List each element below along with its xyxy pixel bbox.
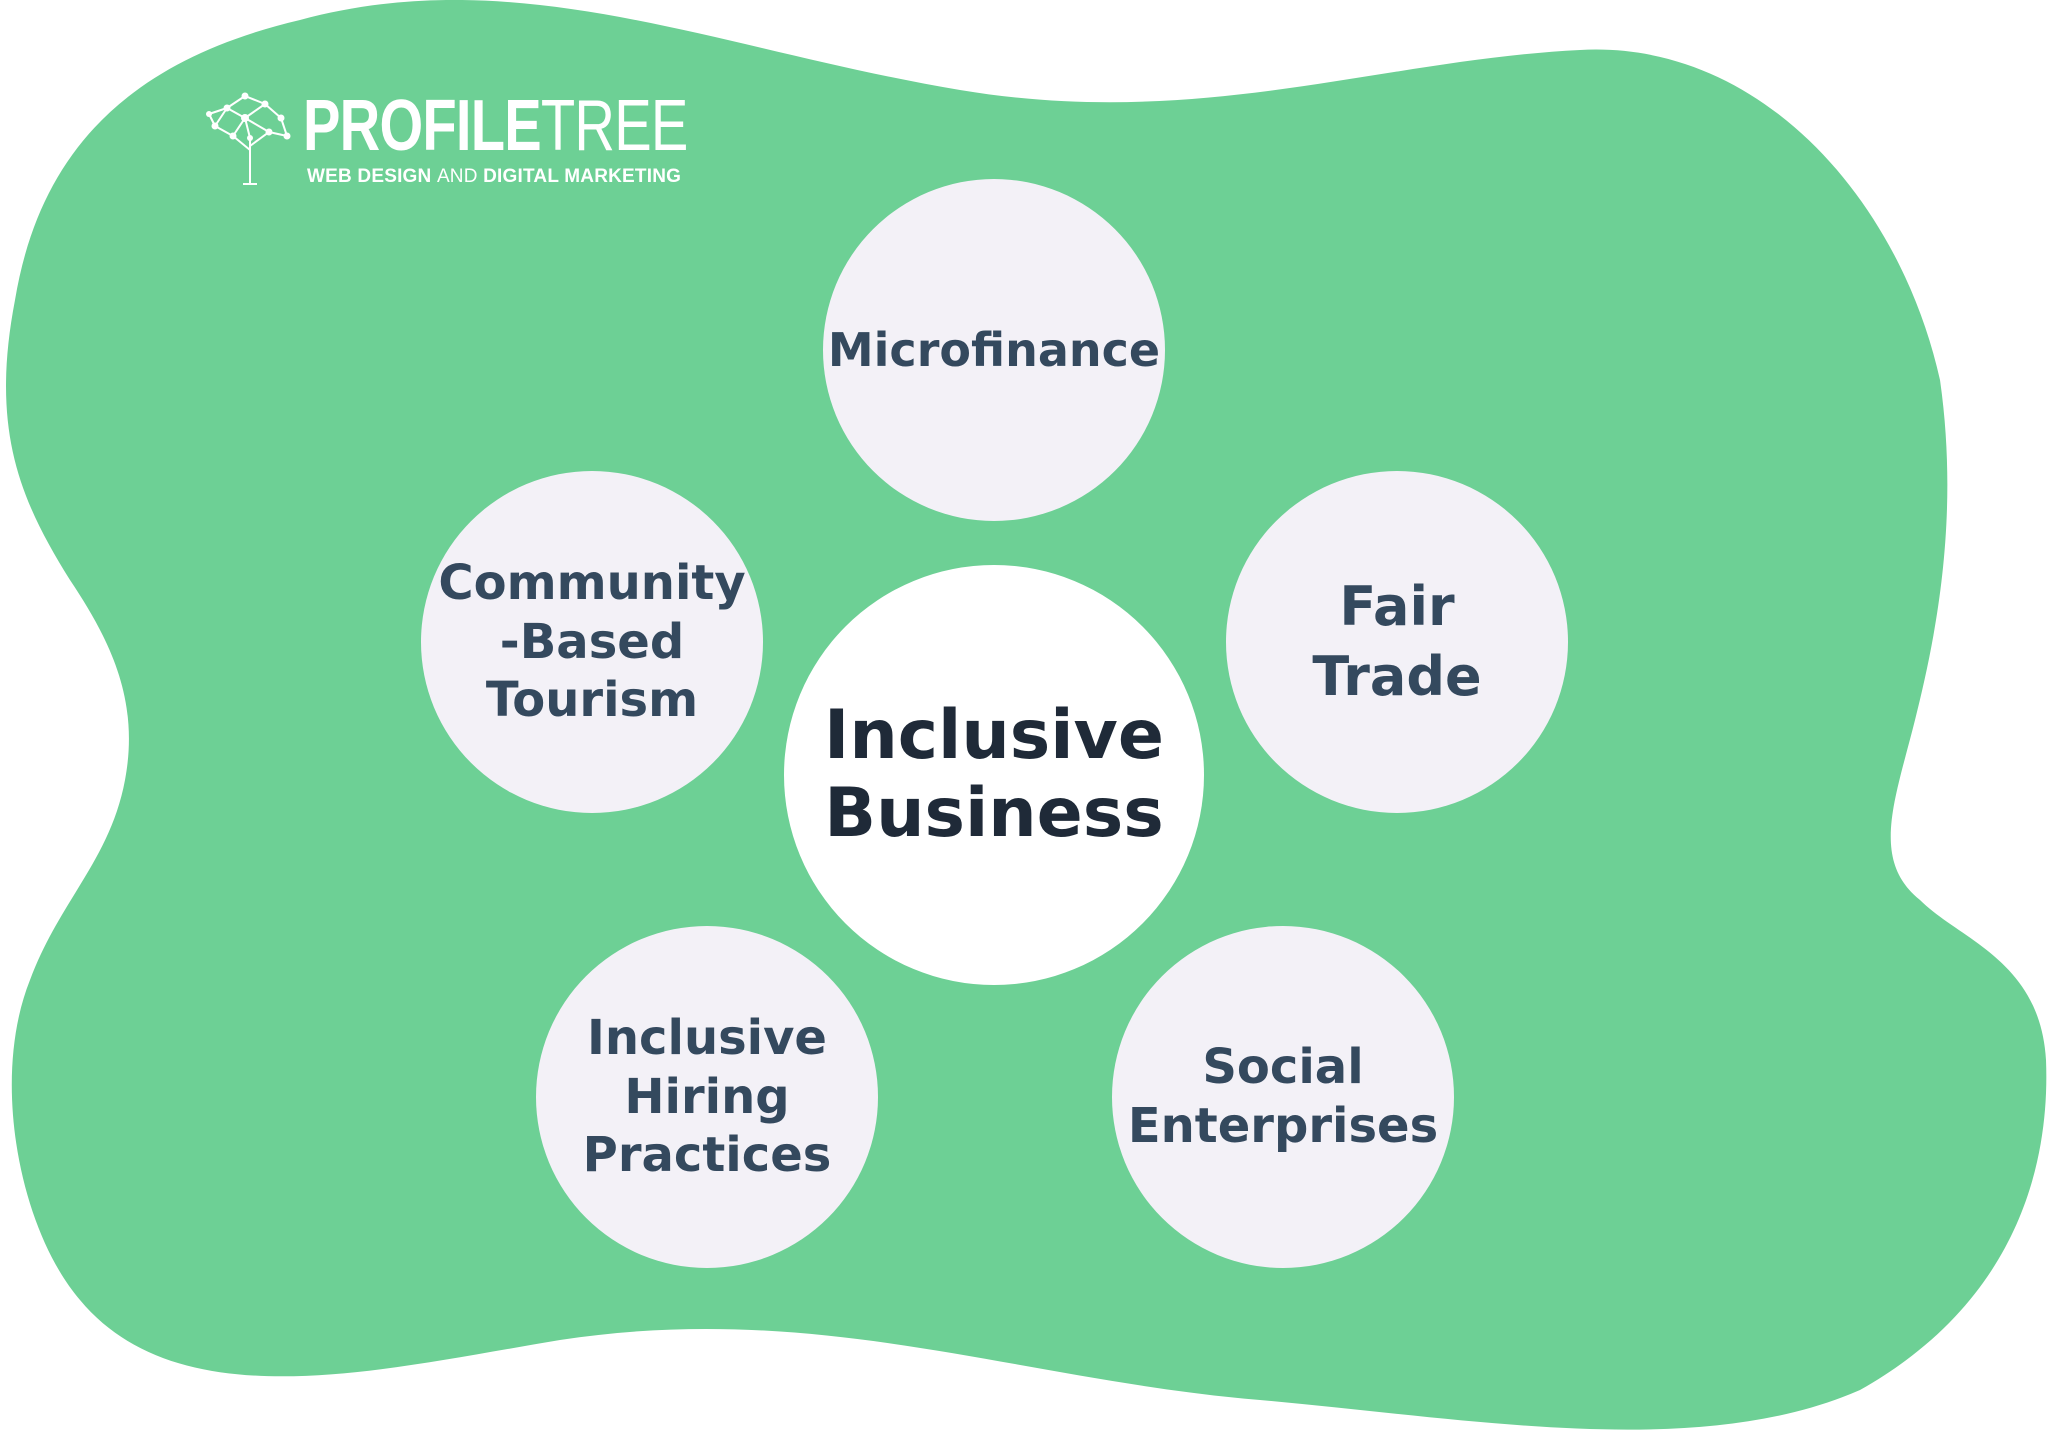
node-label-social-enterprises: Social Enterprises — [1127, 1039, 1439, 1154]
logo-tagline-part2: AND — [436, 166, 484, 187]
node-label-inclusive-business: Inclusive Business — [824, 695, 1164, 853]
node-label-microfinance: Microfinance — [827, 322, 1161, 377]
logo-name-bold: PROFILE — [303, 86, 542, 166]
node-label-fair-trade: Fair Trade — [1312, 574, 1482, 708]
logo-tagline-part3: DIGITAL MARKETING — [483, 166, 682, 187]
node-community-based-tourism: Community -Based Tourism — [421, 471, 763, 813]
node-inclusive-hiring-practices: Inclusive Hiring Practices — [536, 926, 878, 1268]
node-social-enterprises: Social Enterprises — [1112, 926, 1454, 1268]
node-microfinance: Microfinance — [823, 179, 1165, 521]
node-inclusive-business: Inclusive Business — [784, 565, 1204, 985]
profiletree-logo[interactable]: PROFILETREE WEB DESIGN AND DIGITAL MARKE… — [205, 88, 688, 193]
node-label-community-based-tourism: Community -Based Tourism — [438, 555, 746, 729]
logo-tagline: WEB DESIGN AND DIGITAL MARKETING — [307, 166, 681, 188]
node-label-inclusive-hiring-practices: Inclusive Hiring Practices — [582, 1010, 832, 1184]
tree-network-icon — [206, 92, 291, 185]
node-fair-trade: Fair Trade — [1226, 471, 1568, 813]
logo-name-thin: TREE — [540, 86, 688, 166]
logo-wordmark: PROFILETREE — [303, 88, 688, 164]
logo-tagline-part1: WEB DESIGN — [307, 166, 437, 187]
